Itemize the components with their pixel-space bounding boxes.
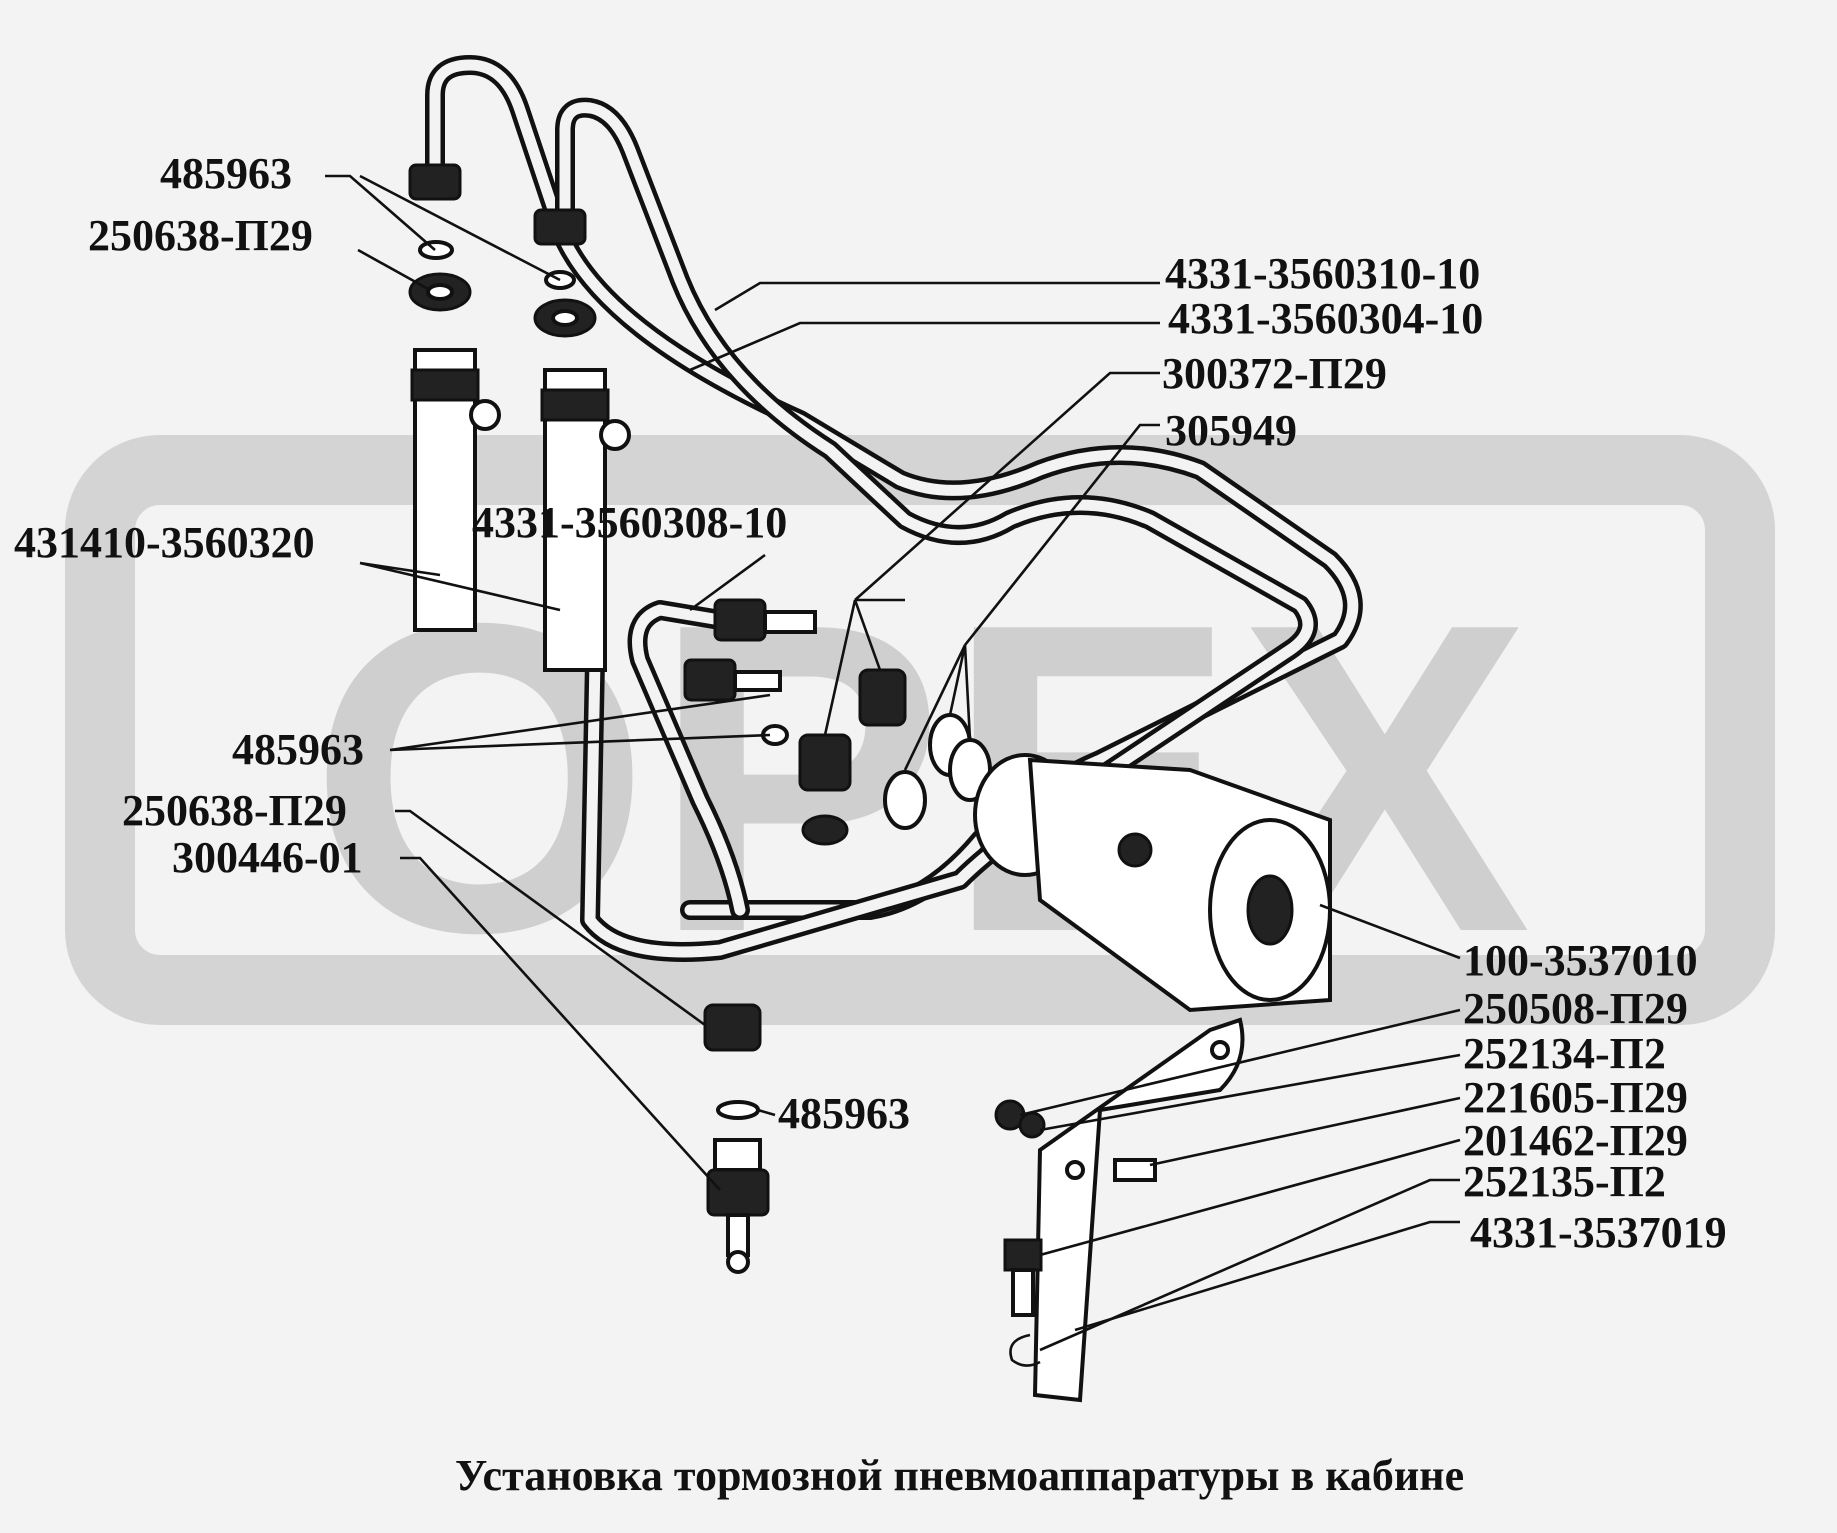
label-4331-3560310-10: 4331-3560310-10 (1165, 249, 1480, 298)
hardware-small (994, 1099, 1157, 1367)
label-252134-П2: 252134-П2 (1463, 1029, 1666, 1078)
leader-250508-П29 (1019, 1008, 1461, 1117)
label-250508-П29: 250508-П29 (1463, 984, 1688, 1033)
leader-4331-3560310-10 (714, 281, 1160, 312)
diagram-caption: Установка тормозной пневмоаппаратуры в к… (455, 1451, 1464, 1500)
leader-485963-top (325, 174, 561, 282)
nut-lower-fitting (801, 814, 849, 846)
washer-252135-П2 (1009, 1333, 1041, 1367)
part-labels: 485963 250638-П29 4331-3560310-10 4331-3… (14, 149, 1727, 1257)
fittings-top (408, 163, 597, 338)
hose-431410-3560320 (410, 348, 631, 672)
fitting-300372-П29-b (798, 733, 852, 792)
fitting-300446-01-thread (713, 1138, 762, 1172)
leader-201462-П29 (1039, 1138, 1461, 1257)
leader-4331-3560304-10 (689, 321, 1160, 372)
label-4331-3560304-10: 4331-3560304-10 (1168, 294, 1483, 343)
fitting-300446-01-tip (726, 1250, 750, 1274)
label-250638-П29-top: 250638-П29 (88, 211, 313, 260)
washer-hole-top-right (551, 309, 579, 327)
bracket-plate (1032, 1017, 1245, 1403)
valve-port (1246, 874, 1294, 946)
ring-485963-top-left (418, 240, 454, 260)
bracket-4331-3537019 (1032, 1017, 1245, 1403)
hose-left-clamp (410, 368, 480, 402)
nut-250638-П29-lower (703, 1003, 762, 1052)
leader-305949 (903, 423, 1160, 771)
fitting-300446-01 (703, 1003, 770, 1274)
label-485963-center: 485963 (232, 725, 364, 774)
fitting-300446-01-nut (706, 1168, 770, 1217)
pipe-4331-3560308-10-inner (632, 604, 746, 916)
leader-485963-center (389, 693, 771, 752)
leader-250638-П29-top (357, 248, 431, 292)
label-305949: 305949 (1165, 406, 1297, 455)
label-300372-П29: 300372-П29 (1162, 349, 1387, 398)
label-221605-П29: 221605-П29 (1463, 1073, 1688, 1122)
bolt-201462-П29-shank (1011, 1268, 1035, 1317)
label-201462-П29: 201462-П29 (1463, 1116, 1688, 1165)
leader-252134-П2 (1039, 1053, 1461, 1132)
bolt-201462-П29-head (1003, 1238, 1043, 1272)
bracket-hole-top (1210, 1040, 1230, 1060)
washer-252134-П2 (1018, 1111, 1046, 1139)
nut-center-upper (713, 598, 767, 642)
label-4331-3537019: 4331-3537019 (1470, 1208, 1727, 1257)
washer-250638-hole-top-left (426, 283, 454, 301)
thread-center-upper (763, 610, 817, 634)
valve-stud (1117, 832, 1153, 868)
label-252135-П2: 252135-П2 (1463, 1157, 1666, 1206)
ring-305949-c (883, 770, 927, 830)
leader-250638-П29-lower (395, 809, 706, 1027)
leader-300446-01 (400, 856, 721, 1191)
hose-left-clamp-bolt (469, 399, 501, 431)
label-485963-top: 485963 (160, 149, 292, 198)
fitting-300446-01-stem (726, 1213, 750, 1257)
leader-485963-lower (757, 1108, 776, 1117)
leader-300372-П29 (823, 371, 1160, 736)
label-4331-3560308-10: 4331-3560308-10 (472, 498, 787, 547)
hose-right-clamp (540, 388, 610, 422)
bracket-hole-left (1065, 1160, 1085, 1180)
label-431410-3560320: 431410-3560320 (14, 518, 315, 567)
leader-lines (325, 174, 1461, 1352)
nut-top-right (533, 208, 587, 246)
bolt-221605-П29 (1113, 1158, 1157, 1182)
leader-431410-3560320 (359, 561, 561, 612)
hose-right-clamp-bolt (599, 419, 631, 451)
leader-4331-3537019 (1074, 1220, 1460, 1332)
label-250638-П29-lower: 250638-П29 (122, 786, 347, 835)
leader-252135-П2 (1039, 1178, 1460, 1352)
pipe-4331-3560304-10-inner (559, 102, 1314, 958)
leader-100-3537010 (1319, 903, 1461, 960)
label-300446-01: 300446-01 (172, 833, 363, 882)
label-485963-lower: 485963 (778, 1089, 910, 1138)
thread-center-lower (733, 670, 782, 692)
nut-center-lower (683, 658, 737, 702)
fitting-300372-П29-a (858, 668, 907, 727)
leader-4331-3560308-10 (689, 553, 766, 612)
valve-100-3537010 (973, 753, 1332, 1013)
ring-485963-lower (716, 1100, 760, 1120)
nut-top-left (408, 163, 462, 201)
leader-221605-П29 (1149, 1096, 1461, 1167)
label-100-3537010: 100-3537010 (1463, 936, 1698, 985)
